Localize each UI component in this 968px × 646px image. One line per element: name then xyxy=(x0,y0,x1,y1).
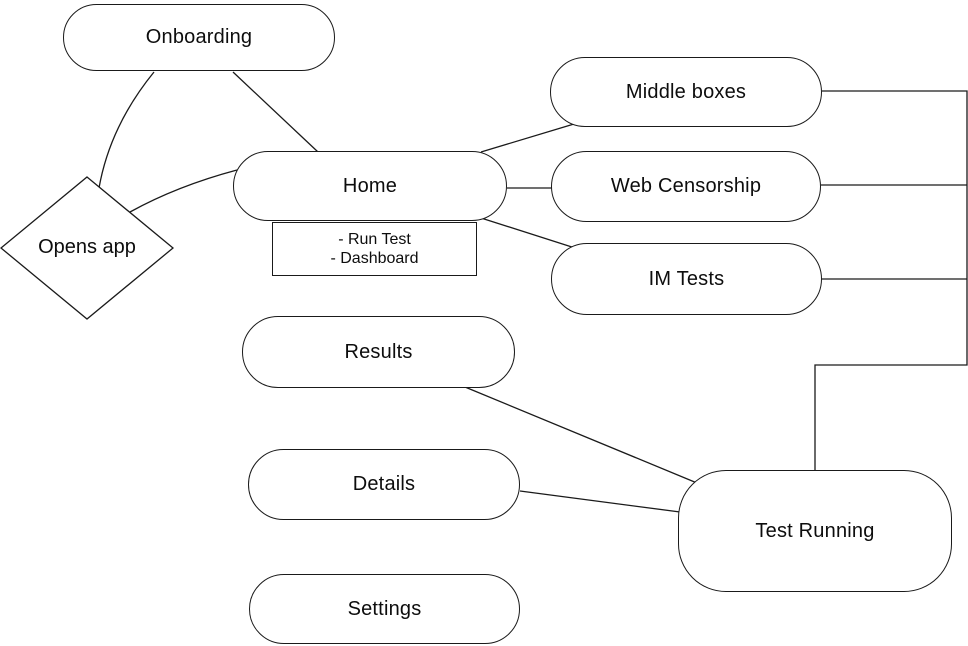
edge-home-middle-boxes xyxy=(480,123,575,153)
edge-opens-app-home xyxy=(129,169,238,213)
node-im-tests: IM Tests xyxy=(551,243,822,315)
home-note-line-dashboard: - Dashboard xyxy=(330,250,419,267)
node-test-running: Test Running xyxy=(678,470,952,592)
node-results: Results xyxy=(242,316,515,388)
edge-home-im-tests xyxy=(480,217,576,249)
node-web-censorship: Web Censorship xyxy=(551,151,821,222)
node-onboarding: Onboarding xyxy=(63,4,335,71)
edge-onboarding-home xyxy=(232,71,319,153)
opens-app-diamond-shape xyxy=(0,176,175,320)
node-settings: Settings xyxy=(249,574,520,644)
node-details: Details xyxy=(248,449,520,520)
edge-middle-boxes-test-running xyxy=(814,90,968,471)
home-note-line-run-test: - Run Test xyxy=(338,231,411,248)
edge-results-test-running xyxy=(464,386,698,484)
node-middle-boxes: Middle boxes xyxy=(550,57,822,127)
node-home: Home xyxy=(233,151,507,221)
node-home-note: - Run Test - Dashboard xyxy=(272,222,477,276)
edge-onboarding-opens-app xyxy=(98,71,155,189)
edge-details-test-running xyxy=(519,490,681,513)
node-opens-app-label: Opens app xyxy=(38,236,136,258)
